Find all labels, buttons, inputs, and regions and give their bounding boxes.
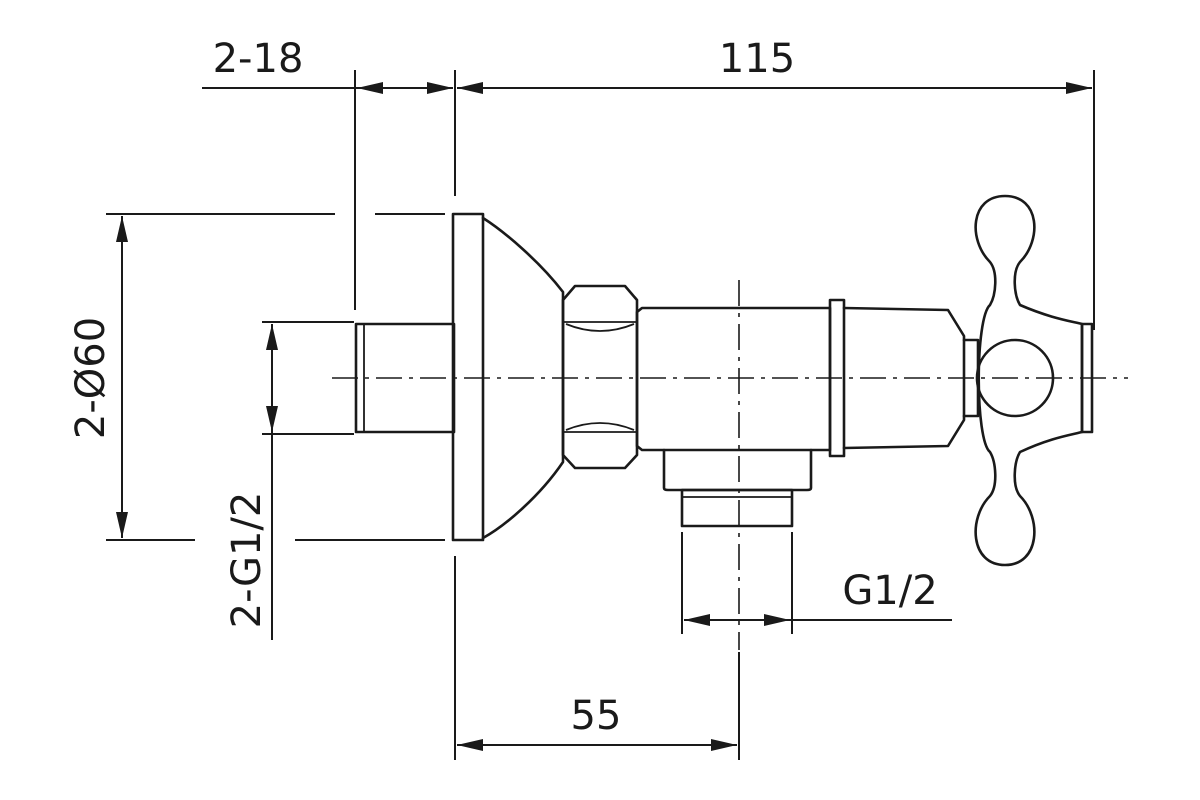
dimension-label-inlet-thread: 2-G1/2 [224, 492, 270, 629]
outlet-spigot [662, 448, 813, 528]
dimension-outlet-offset: 55 [454, 556, 740, 760]
cross-handle [962, 194, 1094, 567]
dimension-overall-length: 115 [457, 36, 1095, 330]
dimension-label-outlet-thread: G1/2 [842, 568, 937, 614]
dimension-label-outlet-offset: 55 [571, 693, 622, 739]
hex-nut [561, 284, 639, 470]
valve-body [635, 298, 966, 458]
wall-flange [451, 212, 565, 542]
dimension-thread-length: 2-18 [202, 36, 456, 310]
dimension-label-overall-length: 115 [719, 36, 795, 82]
dimension-label-thread-length: 2-18 [213, 36, 304, 82]
dimension-flange-diameter: 2-Ø60 [68, 213, 445, 541]
dimension-outlet-thread: G1/2 [681, 532, 952, 634]
dimension-label-flange-diameter: 2-Ø60 [68, 317, 114, 439]
dimension-inlet-thread: 2-G1/2 [224, 321, 354, 640]
